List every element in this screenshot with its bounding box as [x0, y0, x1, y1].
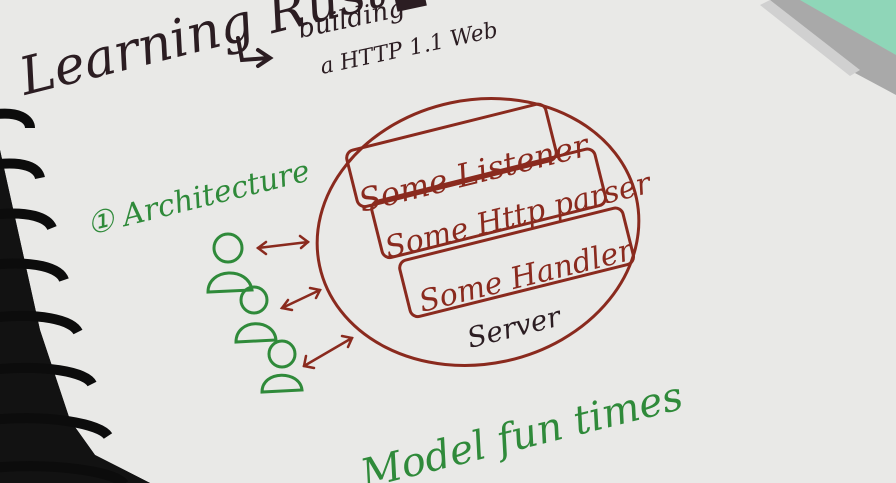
pen-icon: [760, 0, 896, 95]
arrow-icon: [236, 36, 274, 68]
handler-box: [398, 206, 636, 319]
double-arrow-icon: [255, 234, 310, 256]
client-person-icon: [234, 285, 278, 344]
double-arrow-icon: [279, 286, 322, 312]
server-boundary: [315, 97, 641, 367]
listener-box: [345, 102, 558, 209]
client-person-icon: [260, 339, 304, 394]
notebook-binding: [0, 150, 150, 483]
spiral-rings: [0, 108, 129, 483]
parser-box: [370, 147, 608, 260]
layer-stack: [345, 102, 636, 319]
scribble-block: [395, 0, 427, 12]
double-arrow-icon: [302, 334, 354, 370]
client-person-icon: [206, 232, 254, 294]
connection-arrows: [255, 234, 354, 370]
